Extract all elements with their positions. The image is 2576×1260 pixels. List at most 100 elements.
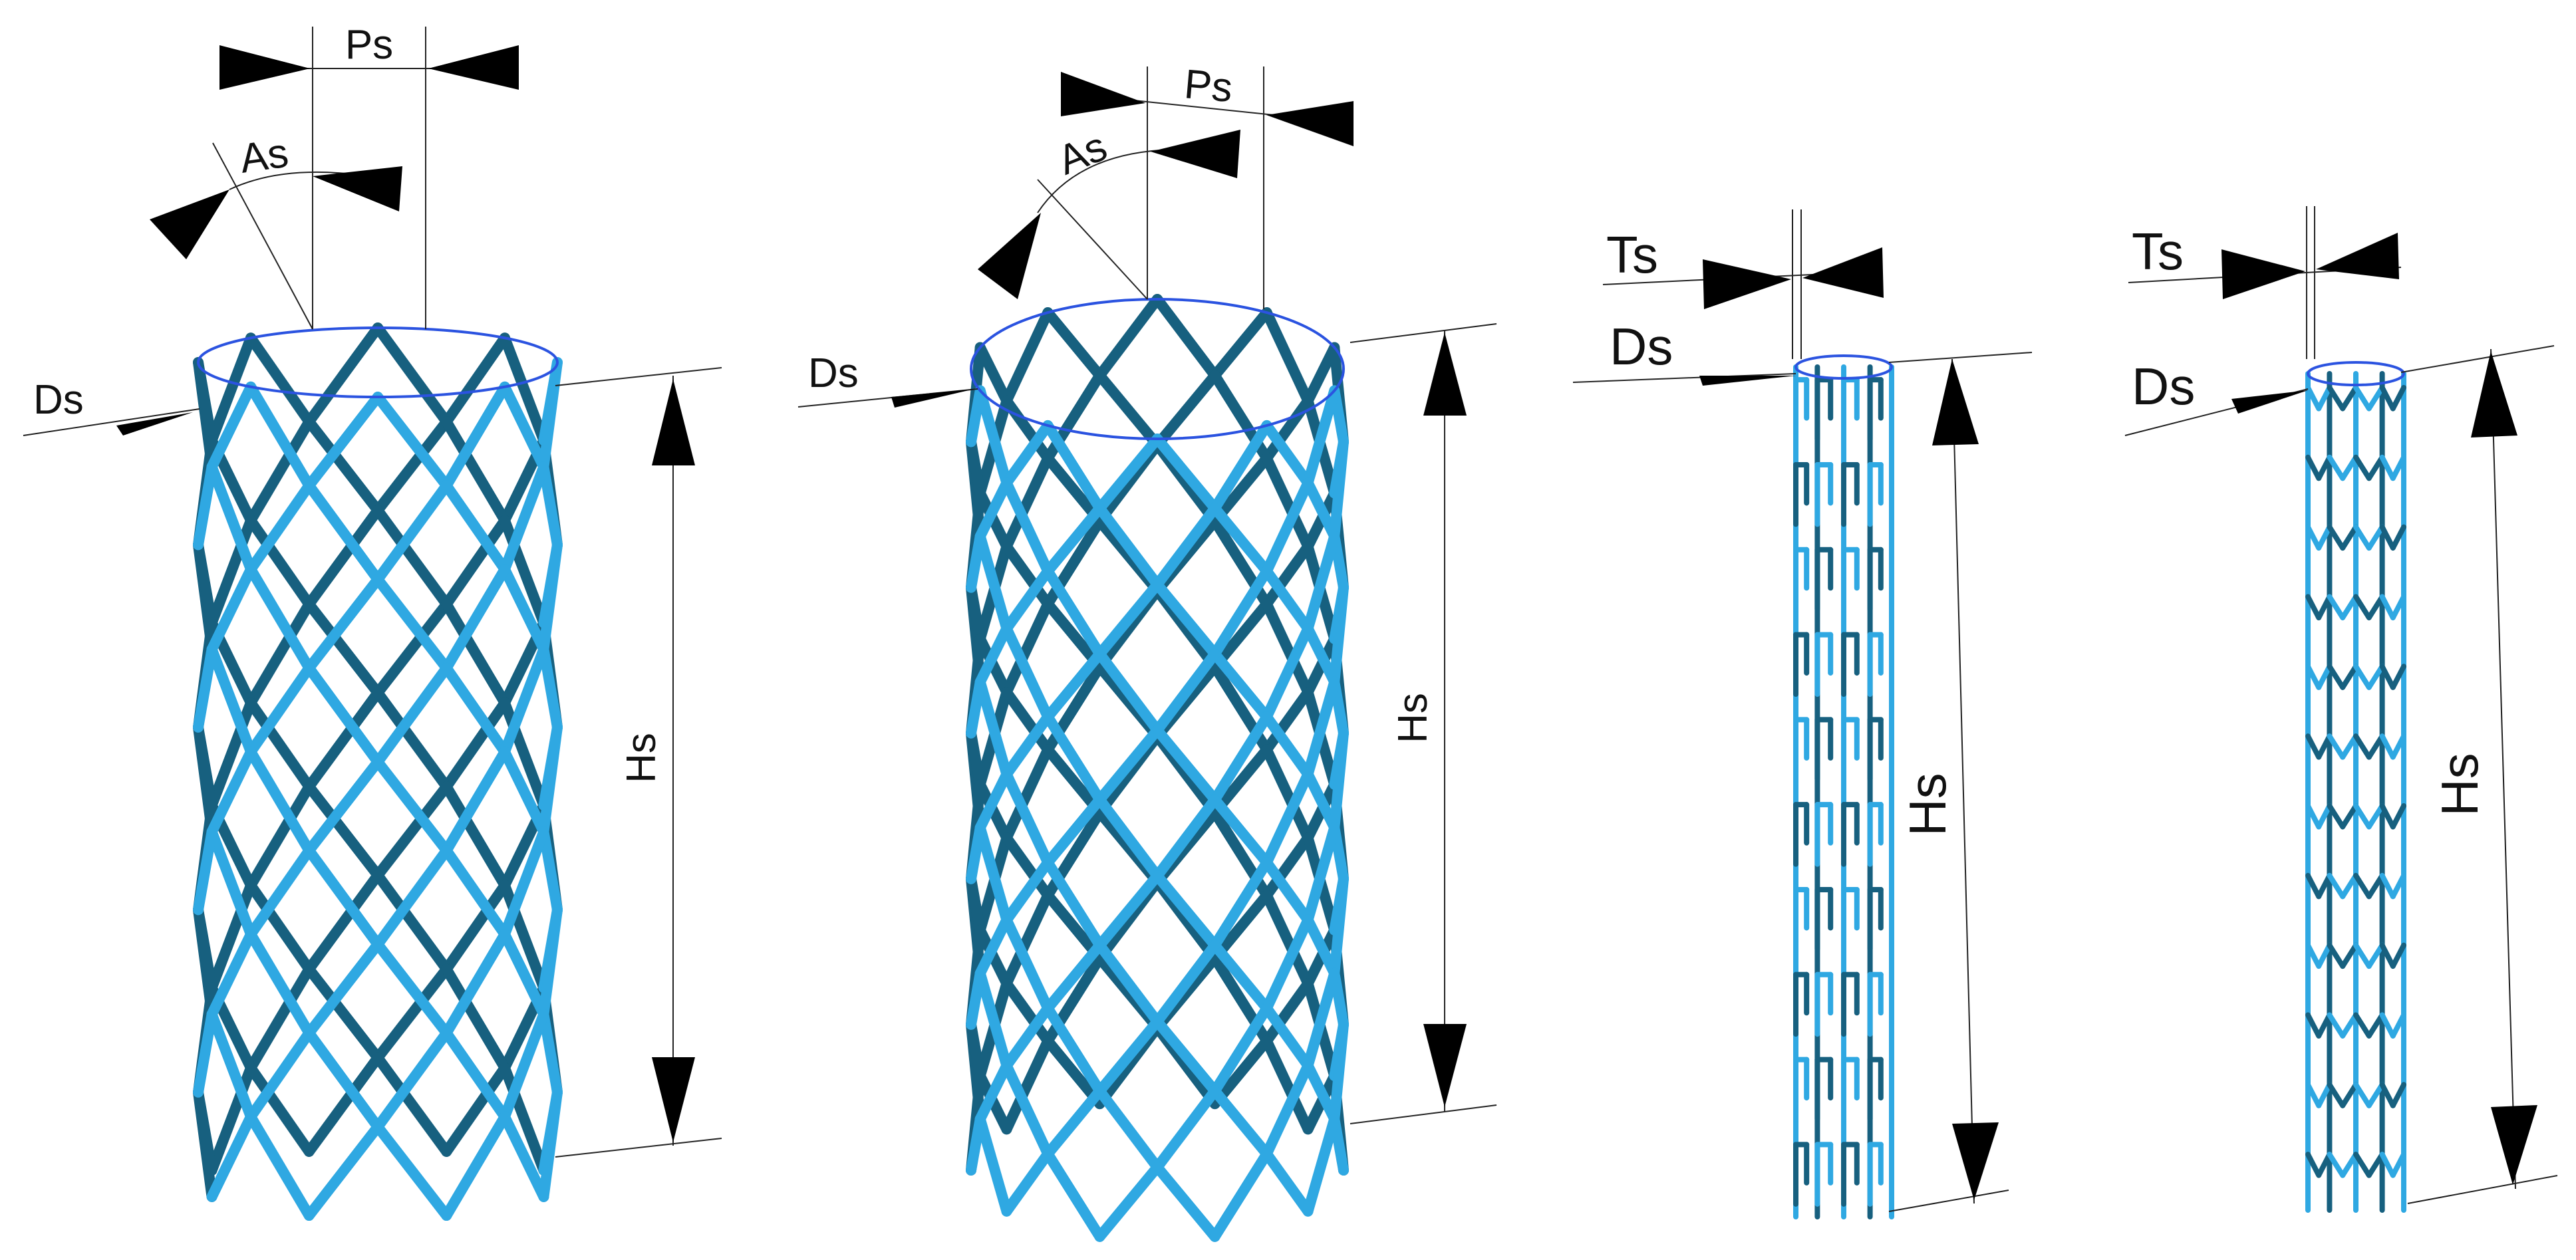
angle-arrow-left (150, 189, 229, 259)
angle-arrow-right (313, 166, 402, 211)
stent-strut (1094, 794, 1163, 882)
stent-strut (193, 461, 217, 551)
stent-strut (441, 1111, 510, 1221)
stent-strut (966, 822, 986, 884)
stent-strut (372, 1052, 452, 1157)
stent-strut (499, 746, 549, 838)
thickness-arrow-left (2221, 249, 2305, 299)
stent-strut (2327, 803, 2346, 830)
stent-strut (2379, 1082, 2396, 1108)
stent-strut (2366, 942, 2385, 969)
stent-strut (2366, 524, 2385, 551)
stent-3-thickness-dimension: Ts (1602, 209, 1884, 359)
height-arrow-bottom (2491, 1105, 2537, 1185)
stent-strut (1152, 940, 1220, 1027)
stent-strut (2316, 384, 2333, 412)
stent-strut (193, 1009, 217, 1098)
stent-strut (966, 1019, 986, 1082)
stent-2-angle-label: As (1052, 123, 1113, 184)
stent-strut (2327, 1152, 2346, 1178)
stent-strut (499, 381, 549, 473)
stent-2-angle-dimension: As (978, 123, 1240, 300)
stent-strut (2379, 664, 2396, 690)
stent-strut (193, 1086, 217, 1176)
stent-strut (245, 332, 315, 428)
stent-strut (2353, 942, 2372, 969)
stent-strut (538, 539, 563, 655)
stent-2-diameter-dimension: Ds (797, 350, 978, 408)
stent-strut (974, 822, 1012, 926)
diameter-arrow (2231, 390, 2308, 414)
stent-strut (441, 332, 510, 428)
stent-strut (2340, 942, 2359, 969)
stent-strut (1001, 978, 1054, 1047)
stent-strut (2353, 872, 2372, 900)
stent-strut (303, 963, 383, 1063)
stent-strut (2340, 1082, 2359, 1108)
stent-strut (441, 1027, 510, 1122)
stent-strut (1001, 744, 1054, 844)
stent-strut (499, 564, 549, 655)
stent-1-diameter-dimension: Ds (23, 377, 200, 436)
stent-strut (2366, 803, 2385, 830)
stent-strut (2390, 594, 2406, 620)
stent-strut (2305, 524, 2322, 551)
pitch-arrow-left (219, 45, 310, 90)
stent-strut (1209, 940, 1272, 1014)
stent-strut (245, 746, 315, 856)
stent-3-diameter-label: Ds (1610, 317, 1673, 376)
stent-strut (1302, 1113, 1340, 1217)
stent-strut (538, 461, 563, 551)
height-arrow-bottom (1423, 1024, 1467, 1107)
angle-arrow-right (1151, 130, 1240, 178)
stent-strut (2305, 872, 2322, 900)
stent-strut (1261, 598, 1314, 698)
stent-strut (2316, 872, 2333, 900)
stent-strut (372, 756, 452, 856)
stent-strut (2353, 803, 2372, 830)
stent-strut (303, 416, 383, 516)
stent-strut (1152, 294, 1220, 381)
stent-strut (245, 381, 315, 491)
stent-strut (1001, 711, 1054, 780)
stent-strut (2379, 1152, 2396, 1178)
stent-strut (245, 880, 315, 975)
stent-strut (2305, 664, 2322, 690)
pitch-arrow-right (428, 45, 519, 90)
stent-strut (538, 644, 563, 733)
stent-strut (1329, 727, 1349, 833)
stent-strut (2316, 803, 2333, 830)
stent-strut (1261, 1035, 1314, 1135)
stent-strut (1042, 794, 1105, 868)
stent-strut (206, 381, 257, 473)
stent-strut (206, 564, 257, 655)
stent-strut (966, 582, 986, 644)
thickness-arrow-left (1703, 259, 1791, 309)
stent-strut (441, 662, 510, 757)
stent-strut (1261, 832, 1314, 901)
stent-strut (206, 929, 257, 1020)
stent-strut (303, 662, 383, 767)
stent-2-height-label: Hs (1390, 693, 1436, 743)
stent-strut (1152, 725, 1220, 805)
stent-strut (1094, 1162, 1163, 1242)
stent-strut (1042, 1148, 1105, 1242)
stent-strut (1094, 940, 1163, 1027)
stent-strut (441, 1063, 510, 1157)
stent-strut (1152, 434, 1220, 514)
stent-strut (2340, 454, 2359, 481)
stent-strut (193, 721, 217, 811)
stent-strut (1152, 1162, 1220, 1242)
stent-strut (2353, 454, 2372, 481)
stent-1-diameter-label: Ds (33, 377, 84, 423)
stent-strut (966, 531, 986, 593)
stent-strut (1152, 579, 1220, 660)
stent-strut (372, 662, 452, 767)
stent-strut (1261, 541, 1314, 610)
stent-strut (303, 322, 383, 428)
stent-strut (2305, 803, 2322, 830)
stent-strut (2340, 1012, 2359, 1039)
stent-strut (372, 392, 452, 491)
pitch-arrow-left (1061, 72, 1145, 116)
stent-strut (1261, 744, 1314, 844)
